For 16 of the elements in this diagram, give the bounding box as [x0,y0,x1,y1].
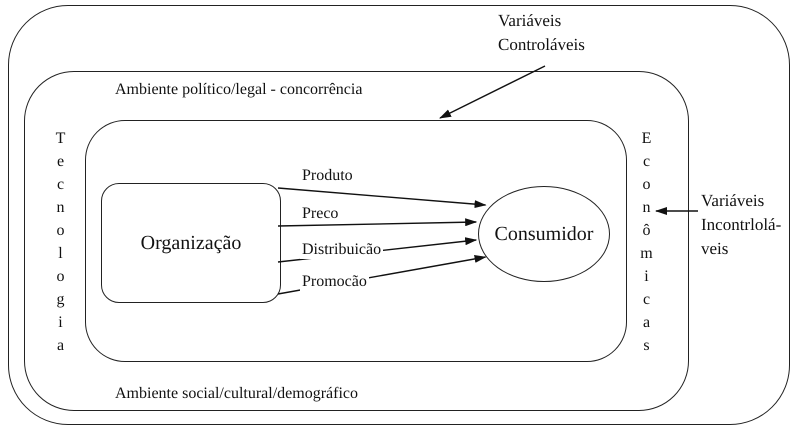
edge-label: Distribuicão [300,241,384,259]
arrow [655,207,698,215]
edge-label: Promocão [300,273,369,291]
consumer-ellipse [478,186,610,282]
arrow [278,218,478,227]
arrow [439,65,546,119]
environment-label: Ambiente social/cultural/demográfico [115,384,358,404]
vertical-label: Tecnologia [51,130,70,360]
vertical-label: Econômicas [637,130,656,360]
arrow [278,187,487,208]
callout-text: Variáveis Controláveis [498,10,586,56]
node-label: Consumidor [494,222,594,246]
node-label: Organização [140,231,242,255]
callout-text: Variáveis Incontrlolá-veis [701,190,782,260]
organization-box [101,183,281,303]
environment-label: Ambiente político/legal - concorrência [115,80,362,100]
